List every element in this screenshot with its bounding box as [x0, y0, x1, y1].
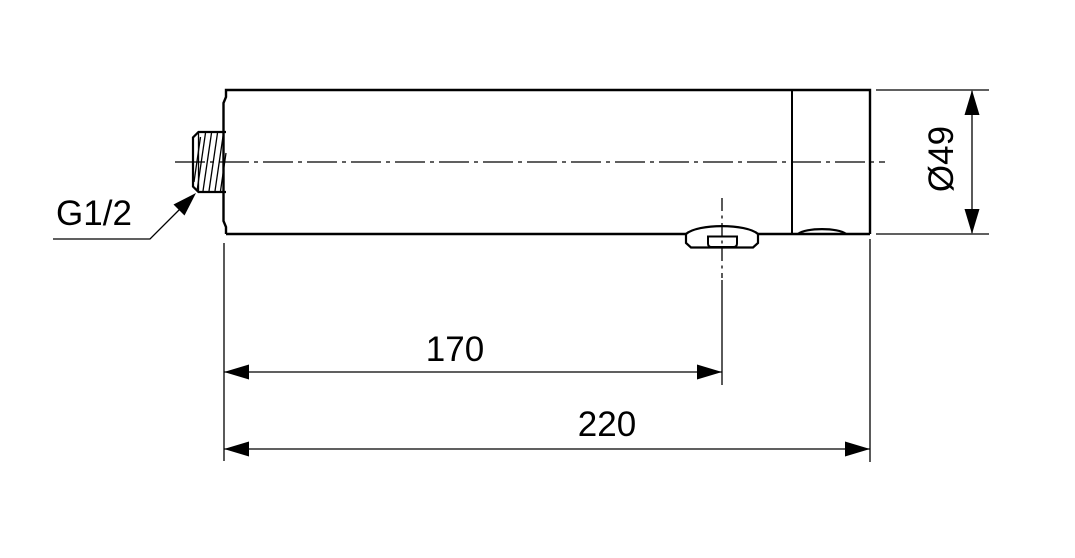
spout-body-outline — [222, 88, 872, 234]
arrowhead-220-left — [224, 441, 249, 457]
arrowhead-220-right — [845, 441, 870, 457]
thread-hatch-lines — [193, 132, 227, 192]
thread-size-label: G1/2 — [56, 194, 132, 233]
extension-lines — [223, 89, 989, 462]
outlet-nozzle-tab — [707, 235, 738, 248]
underside-detail-arc — [797, 228, 847, 235]
dim-diameter-label: Ø49 — [922, 126, 961, 192]
thread-leader-arrowhead — [173, 193, 196, 216]
thread-leader-line — [53, 202, 187, 240]
arrowhead-170-right — [697, 364, 722, 380]
arrowhead-diameter-bottom — [964, 209, 980, 234]
arrowhead-170-left — [224, 364, 249, 380]
dim-220-label: 220 — [578, 405, 636, 444]
arrowhead-diameter-top — [964, 90, 980, 115]
dim-170-label: 170 — [426, 330, 484, 369]
